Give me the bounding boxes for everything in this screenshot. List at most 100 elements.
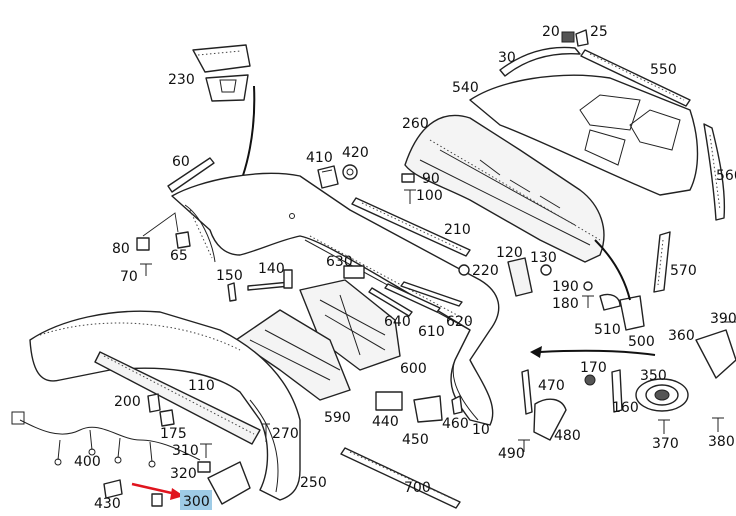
part-300-bracket[interactable] <box>207 461 251 505</box>
label-400[interactable]: 400 <box>74 454 101 470</box>
label-60[interactable]: 60 <box>172 154 190 170</box>
label-250[interactable]: 250 <box>300 475 327 491</box>
part-570-reflector[interactable] <box>653 231 671 293</box>
label-550[interactable]: 550 <box>650 62 677 78</box>
label-170[interactable]: 170 <box>580 360 607 376</box>
label-630[interactable]: 630 <box>326 254 353 270</box>
part-420-sensor-ring[interactable] <box>342 164 358 180</box>
part-400-wiring-harness[interactable] <box>11 411 201 468</box>
part-640-rod[interactable] <box>368 287 413 317</box>
label-360[interactable]: 360 <box>668 328 695 344</box>
label-120[interactable]: 120 <box>496 245 523 261</box>
label-640[interactable]: 640 <box>384 314 411 330</box>
label-620[interactable]: 620 <box>446 314 473 330</box>
label-210[interactable]: 210 <box>444 222 471 238</box>
part-610-rod[interactable] <box>384 283 441 313</box>
label-300[interactable]: 300 <box>183 494 210 510</box>
label-110[interactable]: 110 <box>188 378 215 394</box>
part-70-screw[interactable] <box>140 263 152 276</box>
part-120-grille[interactable] <box>507 257 533 297</box>
part-100-screw[interactable] <box>404 189 416 204</box>
part-110-strip[interactable] <box>94 351 261 445</box>
label-320[interactable]: 320 <box>170 466 197 482</box>
label-350[interactable]: 350 <box>640 368 667 384</box>
label-260[interactable]: 260 <box>402 116 429 132</box>
part-90-clip[interactable] <box>401 173 415 183</box>
label-160[interactable]: 160 <box>612 400 639 416</box>
part-440-module[interactable] <box>375 391 403 411</box>
label-220[interactable]: 220 <box>472 263 499 279</box>
label-600[interactable]: 600 <box>400 361 427 377</box>
label-370[interactable]: 370 <box>652 436 679 452</box>
label-510[interactable]: 510 <box>594 322 621 338</box>
label-100[interactable]: 100 <box>416 188 443 204</box>
part-410-sensor[interactable] <box>317 165 339 189</box>
label-20[interactable]: 20 <box>542 24 560 40</box>
part-450-mount[interactable] <box>413 395 443 423</box>
part-620-rod[interactable] <box>400 281 463 307</box>
part-20-clip[interactable] <box>561 31 575 43</box>
part-180-screw[interactable] <box>582 295 594 308</box>
part-170-nut[interactable] <box>584 374 596 386</box>
label-310[interactable]: 310 <box>172 443 199 459</box>
label-590[interactable]: 590 <box>324 410 351 426</box>
label-440[interactable]: 440 <box>372 414 399 430</box>
label-140[interactable]: 140 <box>258 261 285 277</box>
label-480[interactable]: 480 <box>554 428 581 444</box>
part-630-bracket[interactable] <box>343 265 365 279</box>
part-700-strip[interactable] <box>340 447 461 509</box>
label-610[interactable]: 610 <box>418 324 445 340</box>
label-700[interactable]: 700 <box>404 480 431 496</box>
part-60-trim-strip[interactable] <box>167 157 215 193</box>
part-30-moulding[interactable] <box>499 46 581 77</box>
part-600-carrier[interactable] <box>299 279 401 371</box>
part-320-clip[interactable] <box>197 461 211 473</box>
label-390[interactable]: 390 <box>710 311 736 327</box>
label-540[interactable]: 540 <box>452 80 479 96</box>
part-220-clip[interactable] <box>458 264 470 276</box>
label-410[interactable]: 410 <box>306 150 333 166</box>
part-550-trim[interactable] <box>580 49 691 107</box>
part-430-connector[interactable] <box>103 479 123 499</box>
label-450[interactable]: 450 <box>402 432 429 448</box>
part-560-side-strip[interactable] <box>703 123 726 221</box>
label-270[interactable]: 270 <box>272 426 299 442</box>
part-150-tie[interactable] <box>227 282 237 302</box>
part-380-screw[interactable] <box>712 417 724 432</box>
part-200-bracket[interactable] <box>147 393 161 413</box>
label-190[interactable]: 190 <box>552 279 579 295</box>
part-480-bracket[interactable] <box>533 398 567 441</box>
part-360-bracket[interactable] <box>695 329 736 379</box>
part-210-retainer-strip[interactable] <box>351 197 471 257</box>
part-175-clip[interactable] <box>159 409 175 427</box>
part-65-retainer[interactable] <box>175 231 191 249</box>
label-80[interactable]: 80 <box>112 241 130 257</box>
part-80-bracket[interactable] <box>136 237 150 251</box>
label-30[interactable]: 30 <box>498 50 516 66</box>
label-380[interactable]: 380 <box>708 434 735 450</box>
part-460-pin[interactable] <box>451 395 463 415</box>
part-590-bracket[interactable] <box>235 309 351 401</box>
part-510-cap[interactable] <box>599 293 621 311</box>
label-420[interactable]: 420 <box>342 145 369 161</box>
part-500-bracket[interactable] <box>619 295 645 331</box>
label-150[interactable]: 150 <box>216 268 243 284</box>
label-470[interactable]: 470 <box>538 378 565 394</box>
part-540-diffuser[interactable] <box>469 74 699 196</box>
label-560[interactable]: 560 <box>716 168 736 184</box>
part-160-bracket[interactable] <box>611 369 623 413</box>
label-70[interactable]: 70 <box>120 269 138 285</box>
part-300-small-clip[interactable] <box>151 493 163 507</box>
part-25-bracket[interactable] <box>575 29 589 47</box>
part-130-nut[interactable] <box>540 264 552 276</box>
label-180[interactable]: 180 <box>552 296 579 312</box>
part-350-exhaust-tip[interactable] <box>635 378 689 412</box>
label-230[interactable]: 230 <box>168 72 195 88</box>
label-65[interactable]: 65 <box>170 248 188 264</box>
part-260-inner-carrier[interactable] <box>404 114 605 263</box>
label-200[interactable]: 200 <box>114 394 141 410</box>
part-190-clip[interactable] <box>583 281 593 291</box>
part-230-sticker[interactable] <box>192 44 251 102</box>
label-460[interactable]: 460 <box>442 416 469 432</box>
label-570[interactable]: 570 <box>670 263 697 279</box>
